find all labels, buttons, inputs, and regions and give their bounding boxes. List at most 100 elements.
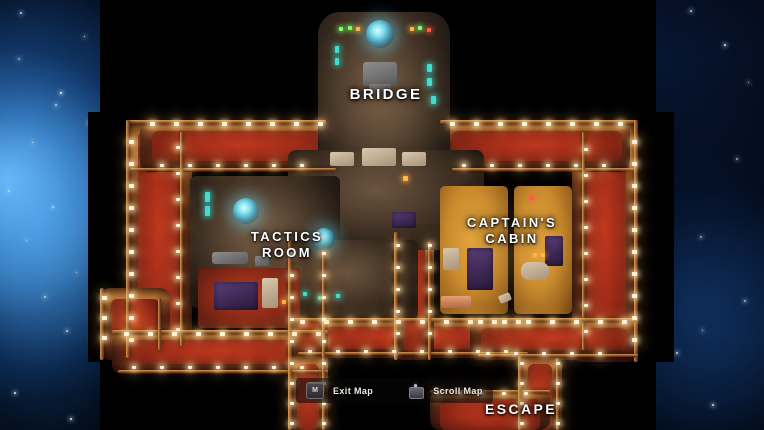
cabin-couch [441, 296, 471, 308]
corridor-light [270, 122, 275, 126]
star [676, 352, 678, 354]
corridor-light [468, 320, 473, 324]
bridge-lower-crate [392, 212, 416, 228]
corridor-light [244, 164, 248, 167]
corridor-light [322, 318, 326, 321]
bridge-console-left [330, 152, 354, 166]
corridor-light [176, 250, 180, 253]
bridge-led-amber-1 [356, 27, 360, 31]
bridge-console-seat [369, 84, 391, 94]
corridor-light [216, 164, 220, 167]
corridor-light [396, 288, 400, 291]
cabin-bed-left [467, 248, 493, 290]
corridor-light [474, 122, 479, 126]
corridor-light [102, 336, 107, 340]
corridor-light [176, 276, 180, 279]
corridor-light [176, 224, 180, 227]
corridor-rail [478, 354, 638, 357]
corridor-light [336, 350, 340, 353]
quarters-panel [262, 278, 278, 308]
corridor-light [124, 332, 129, 336]
corridor-light [176, 172, 180, 175]
corridor-light [396, 244, 400, 247]
corridor-light [632, 140, 637, 144]
corridor-light [584, 200, 588, 203]
corridor-light [550, 320, 555, 324]
cabin-led-1 [533, 253, 537, 257]
corridor-light [396, 310, 400, 313]
corridor-light [246, 122, 251, 126]
bridge-panel-teal-2 [427, 78, 432, 86]
corridor-light [272, 366, 276, 369]
corridor-light [522, 122, 527, 126]
corridor-light [444, 320, 449, 324]
corridor-light [598, 352, 602, 355]
corridor-light [420, 320, 425, 324]
corridor-light [196, 332, 201, 336]
star [55, 104, 57, 106]
corridor-light [322, 422, 326, 425]
hint-scroll-map[interactable]: Scroll Map [407, 383, 483, 399]
bridge-led-green-2 [348, 26, 352, 30]
corridor-light [602, 164, 606, 167]
corridor-light [300, 164, 304, 167]
corridor-light [570, 352, 574, 355]
corridor-light [428, 332, 432, 335]
corridor-light [428, 244, 432, 247]
corridor-light [129, 294, 134, 298]
corridor-rail [428, 242, 431, 360]
corridor-rail [440, 120, 638, 124]
corridor-light [556, 422, 560, 425]
tactics-panel-2 [205, 206, 210, 216]
tactics-table [212, 252, 248, 264]
hint-exit-map[interactable]: M Exit Map [306, 382, 373, 399]
cabin-led-2 [541, 253, 545, 257]
corridor-light [300, 320, 305, 324]
keyboard-key-icon[interactable]: M [306, 382, 324, 399]
bridge-led-red-1 [427, 28, 431, 32]
corridor-light [148, 332, 153, 336]
bridge-led-green-3 [418, 26, 422, 30]
star [14, 392, 16, 394]
corridor-light [318, 122, 323, 126]
corridor-light [584, 252, 588, 255]
corridor-light [290, 318, 294, 321]
corridor-light [556, 362, 560, 365]
corridor-light [546, 122, 551, 126]
corridor-light [462, 164, 466, 167]
corridor-light [502, 320, 507, 324]
corridor-light [584, 330, 588, 333]
corridor-rail [634, 120, 638, 362]
corridor-light [520, 362, 524, 365]
tactics-panel-1 [205, 192, 210, 202]
corridor-light [392, 350, 396, 353]
bridge-panel-teal-3 [431, 96, 436, 104]
hint-exit-map-label: Exit Map [333, 385, 374, 396]
quarters-bed [214, 282, 258, 310]
mouse-scroll-icon[interactable] [407, 383, 425, 399]
corridor-rail [556, 358, 559, 430]
star [20, 12, 22, 14]
corridor-light [129, 272, 134, 276]
corridor-light [129, 250, 134, 254]
bridge-marker-amber [403, 176, 408, 181]
corridor-light [428, 310, 432, 313]
corridor-light [292, 332, 297, 336]
corridor-light [290, 340, 294, 343]
corridor-light [632, 338, 637, 342]
room-tactics-annex [288, 240, 418, 320]
star [700, 236, 702, 238]
corridor-light [570, 122, 575, 126]
mouse-body-icon [409, 387, 425, 399]
corridor-light [290, 402, 294, 405]
corridor-light [290, 362, 294, 365]
star [690, 10, 692, 12]
bridge-holo-orb [366, 20, 394, 48]
corridor-light [322, 252, 326, 255]
corridor-light [290, 296, 294, 299]
corridor-light [574, 320, 579, 324]
corridor-light [129, 162, 134, 166]
bridge-led-teal-5 [335, 58, 339, 65]
corridor-light [132, 366, 136, 369]
quarters-led [282, 300, 286, 304]
